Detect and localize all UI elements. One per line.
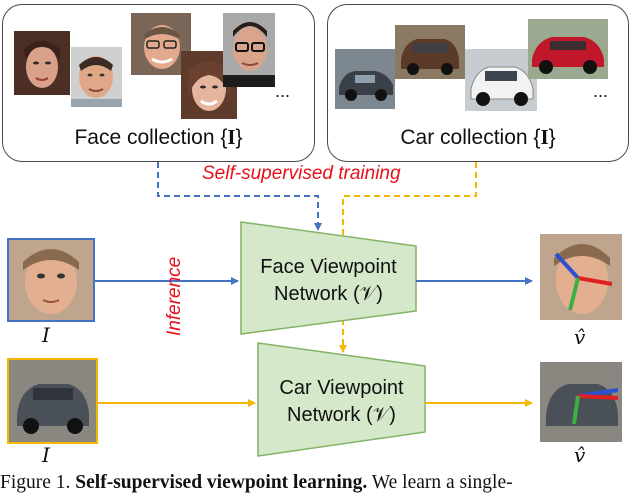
face-photo-2 <box>71 47 122 107</box>
training-label: Self-supervised training <box>202 163 401 184</box>
face-training-path <box>157 162 322 231</box>
car-input-label: I <box>42 443 50 467</box>
face-network-shape <box>240 221 417 335</box>
car-network-label: Car Viewpoint Network (𝒱) <box>258 375 425 429</box>
car-collection-title: Car collection {I} <box>400 125 556 149</box>
face-network-label: Face Viewpoint Network (𝒱) <box>241 254 416 308</box>
face-collection-box: ... Face collection {I} <box>2 4 315 162</box>
car-collection-ellipsis: ... <box>593 81 609 101</box>
inference-label: Inference <box>164 256 185 336</box>
face-collection-title: Face collection {I} <box>74 125 243 149</box>
car-output-label: v̂ <box>574 443 586 467</box>
face-network-line1: Face Viewpoint <box>260 256 397 278</box>
face-input-label: I <box>42 323 50 347</box>
diagram-canvas <box>95 162 533 457</box>
car-photo-4 <box>528 19 608 79</box>
car-network-line1: Car Viewpoint <box>279 377 404 399</box>
face-output-label: v̂ <box>574 325 586 349</box>
face-input-image <box>7 238 95 322</box>
car-output-image <box>540 362 622 442</box>
face-output-image <box>540 234 622 320</box>
face-photo-1 <box>14 31 70 95</box>
car-photo-1 <box>335 49 395 109</box>
face-collection-ellipsis: ... <box>275 81 291 101</box>
car-network-shape <box>257 342 426 457</box>
car-photo-2 <box>395 25 465 79</box>
figure-caption: Figure 1. Self-supervised viewpoint lear… <box>0 472 513 493</box>
car-collection-box: ... Car collection {I} <box>327 4 629 162</box>
face-network-line2: Network (𝒱) <box>274 283 383 305</box>
car-network-line2: Network (𝒱) <box>287 404 396 426</box>
car-photo-3 <box>465 49 537 111</box>
car-input-image <box>7 358 98 444</box>
face-photo-3 <box>131 13 191 75</box>
face-photo-5 <box>223 13 275 87</box>
